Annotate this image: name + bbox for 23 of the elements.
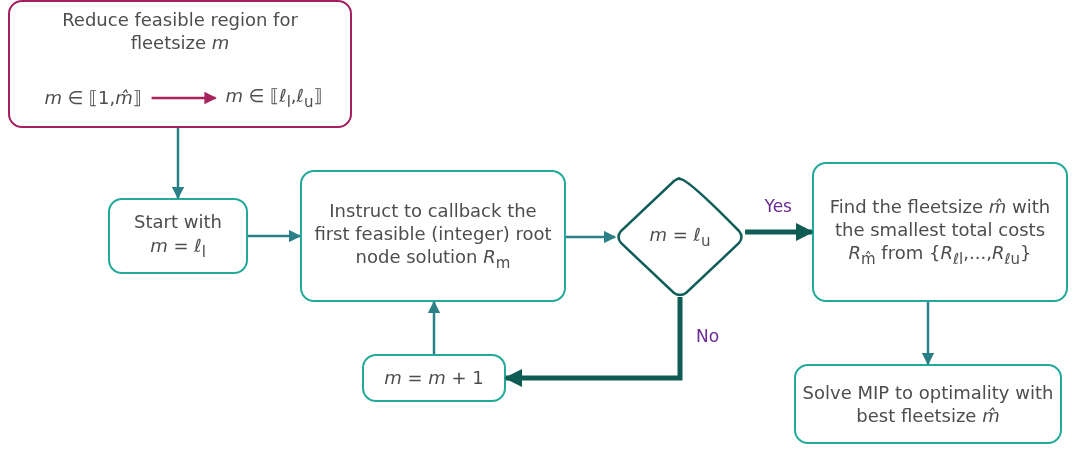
node-text: Start with m = ℓ$_{l}$ [133, 210, 223, 262]
arrow [566, 230, 617, 244]
process-box [812, 162, 1068, 302]
formula: m ∈ ⟦ℓ$_{l}$,ℓ$_{u}$⟧ [224, 83, 324, 113]
arrow [921, 302, 935, 366]
arrow [745, 223, 814, 241]
node-text: Reduce feasible region for fleetsize m [61, 8, 299, 55]
group-box [8, 0, 352, 128]
node-text: m = ℓ$_{u}$ [648, 222, 712, 252]
formula: m ∈ ⟦1,m̂⟧ [43, 86, 143, 110]
process-box [794, 364, 1062, 444]
node-text: Find the fleetsize m̂ with the smallest total costs R$_{m̂}$ from {R$_{ℓl}$,...,R$_{ℓu}$} [828, 194, 1052, 270]
arrow [171, 128, 185, 200]
arrow [151, 91, 217, 105]
arrow [427, 300, 441, 354]
process-box [300, 170, 566, 302]
node-text: m = m + 1 [383, 366, 485, 390]
process-box [362, 354, 506, 402]
node-text: Instruct to callback the first feasible (integer) root node solution R$_{m}$ [313, 198, 553, 274]
node-text: Solve MIP to optimality with best fleetsize m̂ [801, 380, 1055, 428]
arrow [504, 297, 683, 387]
process-box [108, 198, 248, 274]
arrow [248, 229, 302, 243]
